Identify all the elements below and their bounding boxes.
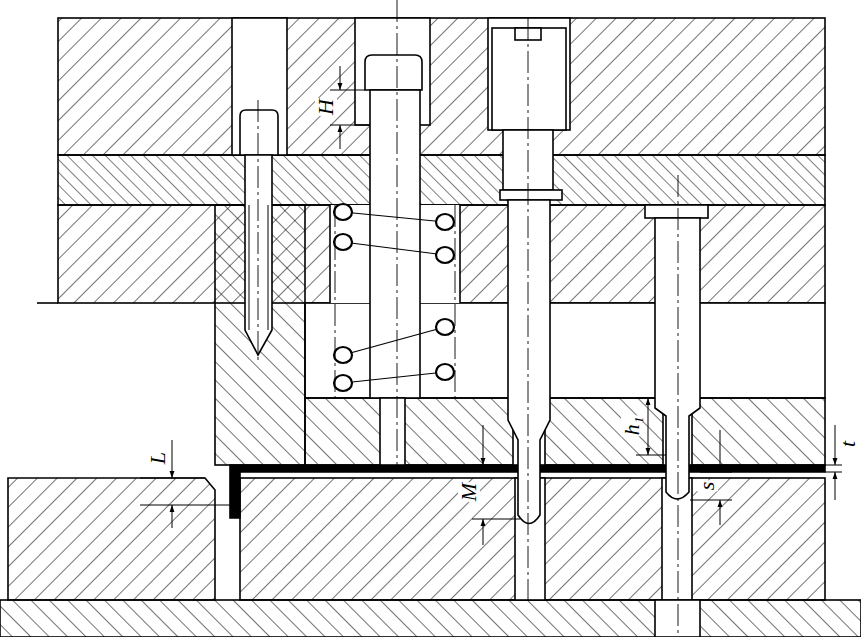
lower-die-base xyxy=(0,600,861,637)
extension-line xyxy=(472,465,508,466)
extension-line xyxy=(472,519,520,520)
punch-collar xyxy=(500,190,562,200)
center-line xyxy=(678,175,679,637)
punch-retainer xyxy=(58,205,825,303)
extension-line xyxy=(330,90,365,91)
dimension-line xyxy=(340,66,341,90)
dimension-label: t xyxy=(837,440,859,448)
dimension-line xyxy=(172,505,173,528)
dimension-line xyxy=(720,430,721,472)
bolt-shank xyxy=(370,90,420,398)
counterbore xyxy=(488,18,570,130)
upper-die-base xyxy=(58,18,825,155)
spring-coil xyxy=(343,242,445,255)
thread-line xyxy=(268,205,269,330)
dimension-line xyxy=(835,472,836,500)
extension-line xyxy=(700,472,732,473)
die-block xyxy=(8,478,215,600)
extension-line xyxy=(140,505,230,506)
stripper-plate xyxy=(305,398,825,465)
pocket-edge xyxy=(329,205,331,303)
punch-head xyxy=(492,28,566,130)
screw-head xyxy=(240,110,278,155)
coil-section xyxy=(436,319,454,335)
spring xyxy=(334,204,454,391)
coil-section xyxy=(436,214,454,230)
extension-line xyxy=(330,125,370,126)
center-line xyxy=(455,205,456,398)
coil-section xyxy=(436,247,454,263)
center-line xyxy=(528,18,529,600)
extension-line xyxy=(825,465,842,466)
thread-line xyxy=(249,205,250,330)
center-line xyxy=(335,205,336,398)
screw-shank xyxy=(245,155,272,355)
dimension-line xyxy=(835,425,836,465)
spring-coil xyxy=(343,372,445,383)
dimension-line xyxy=(648,398,649,455)
coil-section xyxy=(334,204,352,220)
pilot-pin xyxy=(655,218,700,499)
extension-line xyxy=(636,398,655,399)
spring-coil xyxy=(343,327,445,355)
pocket-edge xyxy=(459,205,461,303)
dimension-label: L xyxy=(147,451,169,465)
coil-section xyxy=(334,375,352,391)
base-hole xyxy=(655,600,700,637)
dimension-label: H xyxy=(315,98,337,116)
dimension-line xyxy=(720,500,721,525)
extension-line xyxy=(825,472,842,473)
dimension-line xyxy=(172,440,173,478)
spring-coil xyxy=(343,212,445,222)
center-line xyxy=(258,100,259,362)
dimension-label: s xyxy=(696,481,718,492)
extension-line xyxy=(690,500,732,501)
pilot-head xyxy=(645,205,708,218)
coil-section xyxy=(436,364,454,380)
counterbore xyxy=(232,18,287,155)
dimension-label: M xyxy=(458,482,480,502)
center-line xyxy=(397,0,398,470)
bolt-thread xyxy=(380,398,405,465)
piercing-punch xyxy=(508,200,550,524)
dimension-label: h₁ xyxy=(621,416,643,437)
extension-line xyxy=(636,455,666,456)
backing-plate xyxy=(58,155,825,205)
bolt-head xyxy=(365,55,422,90)
plate-edge xyxy=(37,302,58,304)
coil-section xyxy=(334,234,352,250)
dimension-line xyxy=(483,425,484,465)
dimension-line xyxy=(483,519,484,545)
dimension-line xyxy=(340,125,341,149)
coil-section xyxy=(334,347,352,363)
